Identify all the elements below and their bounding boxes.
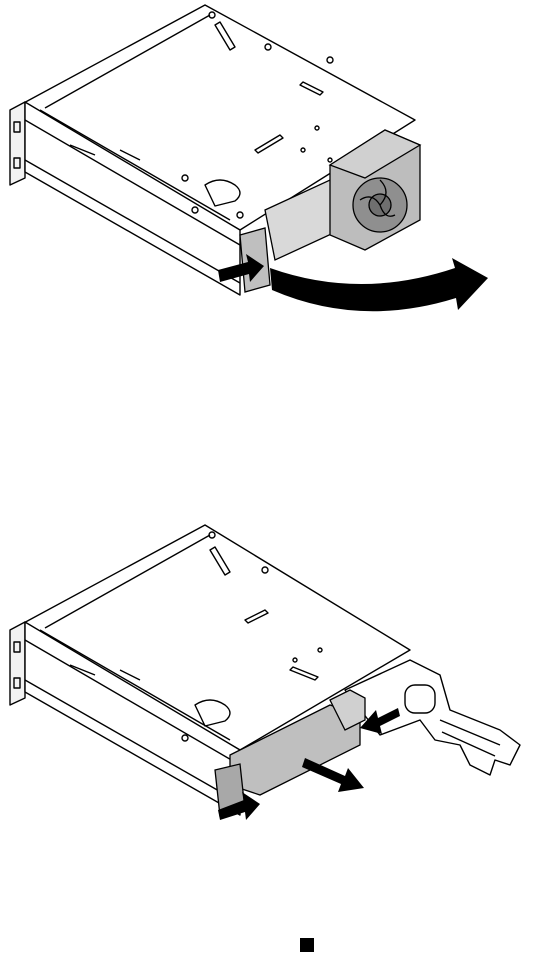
drive-cage-backplane-illustration [0,520,533,840]
end-of-section-square-icon [300,938,314,952]
figure-backplane-removal [0,520,533,840]
drive-cage-fan-illustration [0,0,533,330]
figure-fan-module-removal [0,0,533,330]
